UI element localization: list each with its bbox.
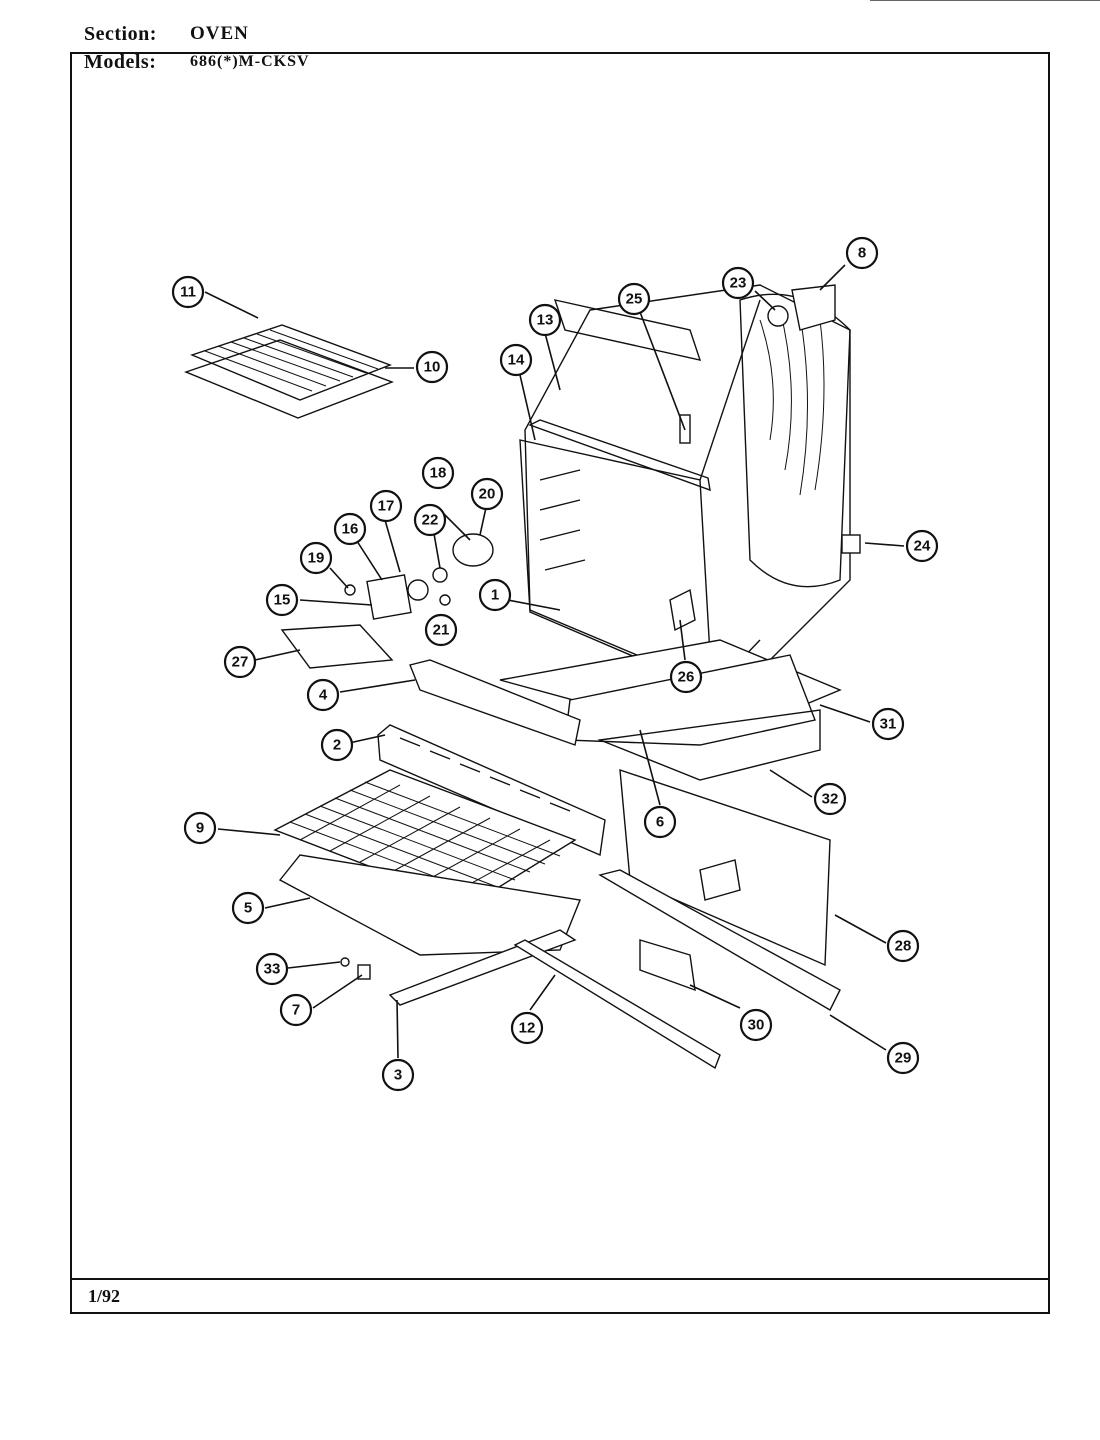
callout-13: 13 <box>528 303 562 337</box>
callout-17: 17 <box>369 489 403 523</box>
callout-5: 5 <box>231 891 265 925</box>
callout-33: 33 <box>255 952 289 986</box>
callout-24: 24 <box>905 529 939 563</box>
svg-text:18: 18 <box>430 465 447 482</box>
models-value: 686(*)M-CKSV <box>190 53 310 70</box>
oven-cavity <box>519 284 851 692</box>
callout-10: 10 <box>415 350 449 384</box>
callout-29: 29 <box>886 1041 920 1075</box>
burner-plate <box>280 624 394 669</box>
oven-bottom-panel <box>499 639 842 781</box>
callout-16: 16 <box>333 512 367 546</box>
svg-text:19: 19 <box>308 550 325 567</box>
footer-divider <box>70 1278 1050 1280</box>
svg-text:25: 25 <box>626 291 643 308</box>
svg-text:33: 33 <box>264 961 281 978</box>
callout-12: 12 <box>510 1011 544 1045</box>
callout-25: 25 <box>617 282 651 316</box>
callout-18: 18 <box>421 456 455 490</box>
terminal-block <box>841 534 861 554</box>
svg-text:6: 6 <box>656 814 664 831</box>
light-bracket <box>791 284 836 331</box>
callout-27: 27 <box>223 645 257 679</box>
revision-date: 1/92 <box>88 1286 121 1306</box>
callout-1: 1 <box>478 578 512 612</box>
svg-text:17: 17 <box>378 498 395 515</box>
svg-text:2: 2 <box>333 737 341 754</box>
broiler-pan <box>278 854 581 956</box>
svg-text:23: 23 <box>730 275 747 292</box>
models-label: Models: <box>84 51 157 73</box>
callout-22: 22 <box>413 503 447 537</box>
ignitor-bracket <box>639 939 696 992</box>
grommet-part <box>407 579 429 601</box>
svg-text:8: 8 <box>858 245 866 262</box>
callout-8: 8 <box>845 236 879 270</box>
svg-text:4: 4 <box>319 687 328 704</box>
leader-lines <box>204 264 905 1059</box>
svg-text:12: 12 <box>519 1020 536 1037</box>
sensor-housing <box>452 533 494 567</box>
callout-30: 30 <box>739 1008 773 1042</box>
callout-21: 21 <box>424 613 458 647</box>
svg-text:13: 13 <box>537 312 554 329</box>
callout-9: 9 <box>183 811 217 845</box>
svg-text:10: 10 <box>424 359 441 376</box>
svg-text:20: 20 <box>479 486 496 503</box>
callout-32: 32 <box>813 782 847 816</box>
svg-text:32: 32 <box>822 791 839 808</box>
svg-text:26: 26 <box>678 669 695 686</box>
svg-text:30: 30 <box>748 1017 765 1034</box>
callout-2: 2 <box>320 728 354 762</box>
callout-11: 11 <box>171 275 205 309</box>
callout-15: 15 <box>265 583 299 617</box>
svg-text:14: 14 <box>508 352 525 369</box>
callout-14: 14 <box>499 343 533 377</box>
callout-3: 3 <box>381 1058 415 1092</box>
svg-text:16: 16 <box>342 521 359 538</box>
oven-rack-upper <box>184 324 394 419</box>
callout-4: 4 <box>306 678 340 712</box>
rails <box>388 869 841 1070</box>
section-value: OVEN <box>190 23 249 44</box>
svg-text:22: 22 <box>422 512 439 529</box>
callout-20: 20 <box>470 477 504 511</box>
svg-text:7: 7 <box>292 1002 300 1019</box>
svg-text:9: 9 <box>196 820 204 837</box>
screw-part-33 <box>340 957 350 967</box>
svg-text:1: 1 <box>491 587 499 604</box>
svg-text:28: 28 <box>895 938 912 955</box>
callout-6: 6 <box>643 805 677 839</box>
svg-text:31: 31 <box>880 716 897 733</box>
nut-part <box>439 594 451 606</box>
svg-text:15: 15 <box>274 592 291 609</box>
diagram-frame <box>70 52 1050 1314</box>
svg-text:29: 29 <box>895 1050 912 1067</box>
callout-31: 31 <box>871 707 905 741</box>
clip-part-26 <box>669 588 696 632</box>
callout-7: 7 <box>279 993 313 1027</box>
callout-19: 19 <box>299 541 333 575</box>
svg-text:11: 11 <box>180 284 196 301</box>
section-label: Section: <box>84 23 157 45</box>
broil-rack <box>273 769 577 906</box>
callout-23: 23 <box>721 266 755 300</box>
front-trim <box>377 659 606 857</box>
svg-text:21: 21 <box>433 622 450 639</box>
svg-text:27: 27 <box>232 654 249 671</box>
svg-text:5: 5 <box>244 900 252 917</box>
svg-text:3: 3 <box>394 1067 402 1084</box>
callout-28: 28 <box>886 929 920 963</box>
top-edge-line <box>870 0 1100 1</box>
knob-part <box>767 305 789 327</box>
valve-bracket-part <box>366 574 412 620</box>
svg-text:24: 24 <box>914 538 931 555</box>
callout-26: 26 <box>669 660 703 694</box>
screw-part <box>432 567 448 583</box>
